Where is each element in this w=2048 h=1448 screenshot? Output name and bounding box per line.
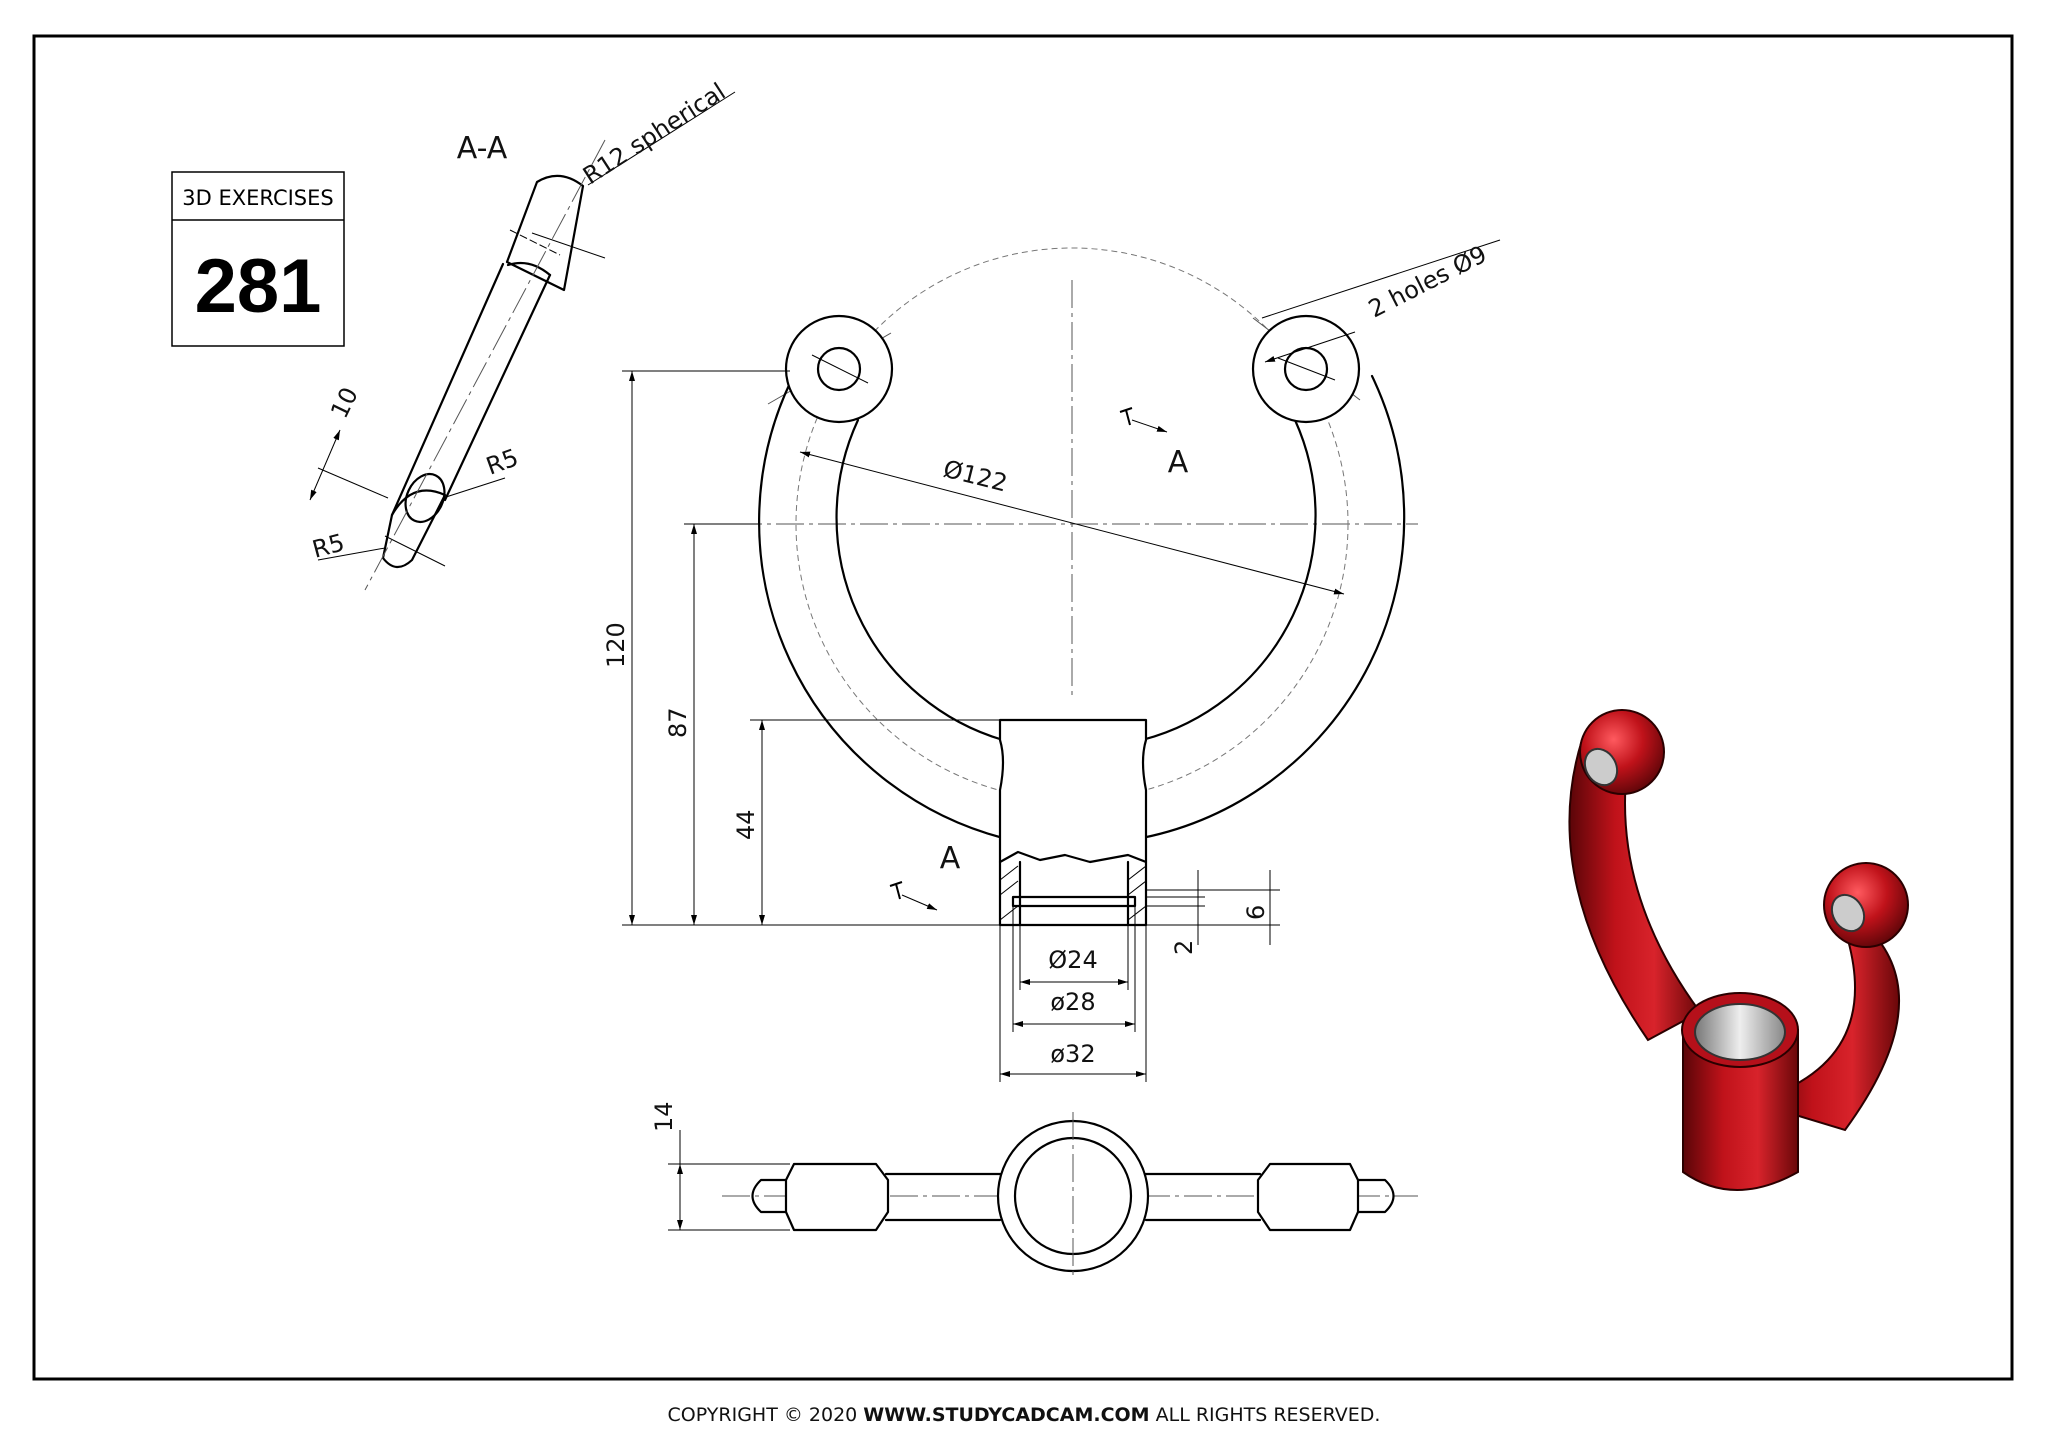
left-end-hole <box>816 346 862 392</box>
render-hub-bore <box>1694 1003 1786 1061</box>
lower-radius-dimension: R5 <box>309 528 347 563</box>
sheet-border <box>32 34 2014 1381</box>
height-120-dimension: 120 <box>602 622 630 668</box>
height-87-dimension: 87 <box>664 707 692 738</box>
title-box-label: 3D EXERCISES <box>182 186 333 210</box>
render-hub <box>1682 1029 1799 1191</box>
u-arm-outer <box>758 374 1406 840</box>
copyright-footer: COPYRIGHT © 2020 WWW.STUDYCADCAM.COM ALL… <box>0 1404 2048 1426</box>
copyright-suffix: ALL RIGHTS RESERVED. <box>1149 1404 1381 1426</box>
render-left-arm <box>1568 738 1702 1042</box>
title-box: 3D EXERCISES 281 <box>171 171 345 347</box>
holes-dimension: 2 holes Ø9 <box>1364 240 1491 323</box>
section-view-title: A-A <box>457 131 508 166</box>
section-hatch <box>999 865 1147 921</box>
render-left-hole <box>1583 747 1619 787</box>
thickness-14-dimension: 14 <box>650 1101 678 1132</box>
outer-32-dimension: ø32 <box>1050 1040 1095 1068</box>
sphere-radius-dimension: R12 spherical <box>578 77 731 190</box>
u-arm-inner <box>835 418 1317 742</box>
groove-6-dimension: 6 <box>1242 905 1270 920</box>
bore-24-dimension: Ø24 <box>1048 946 1097 974</box>
groove-2-dimension: 2 <box>1170 940 1198 955</box>
top-view: 14 <box>650 1101 1418 1280</box>
render-right-hole <box>1830 893 1866 933</box>
hub-body <box>998 718 1148 864</box>
section-view-a-a: A-A R12 spherical 10 R5 R5 <box>309 77 736 591</box>
website-link[interactable]: WWW.STUDYCADCAM.COM <box>863 1404 1150 1426</box>
height-44-dimension: 44 <box>732 809 760 840</box>
title-box-number: 281 <box>195 244 322 329</box>
bore-28-dimension: ø28 <box>1050 988 1095 1016</box>
section-length-dimension: 10 <box>325 383 364 423</box>
section-marker-bottom: A <box>940 841 961 876</box>
copyright-prefix: COPYRIGHT © 2020 <box>667 1404 864 1426</box>
isometric-render <box>1568 709 1909 1191</box>
section-marker-top: A <box>1168 445 1189 480</box>
front-view: Ø122 2 holes Ø9 A A 120 87 44 2 6 <box>602 239 1501 1082</box>
upper-radius-dimension: R5 <box>482 443 522 480</box>
